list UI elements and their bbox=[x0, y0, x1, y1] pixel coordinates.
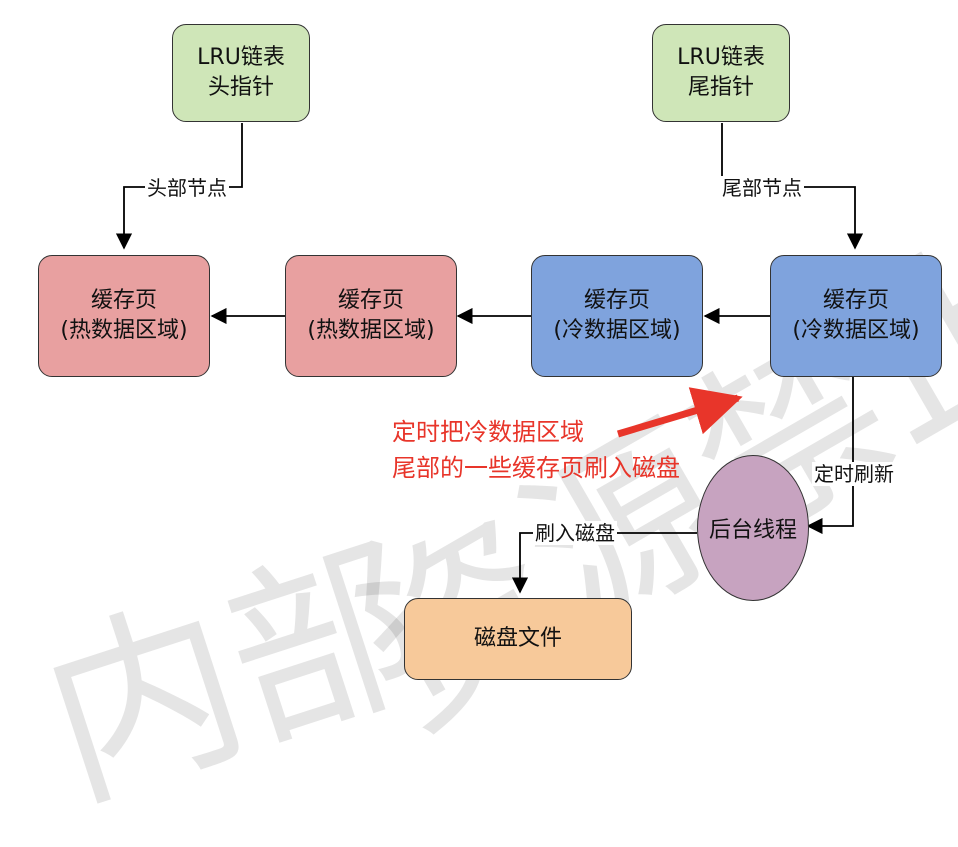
lru-head-pointer-node: LRU链表 头指针 bbox=[172, 24, 310, 122]
disk-file-label: 磁盘文件 bbox=[473, 626, 562, 651]
annotation-line1: 定时把冷数据区域 bbox=[392, 418, 584, 446]
background-thread-node: 后台线程 bbox=[697, 455, 809, 601]
hot-cache-page-1: 缓存页 (热数据区域) bbox=[38, 255, 210, 377]
edge-label-tail-node: 尾部节点 bbox=[720, 176, 804, 200]
edge-cold2-to-thread bbox=[806, 376, 854, 535]
hot-page-1-line1: 缓存页 bbox=[90, 288, 157, 313]
cold-cache-page-1: 缓存页 (冷数据区域) bbox=[531, 255, 703, 377]
hot-page-2-line1: 缓存页 bbox=[337, 288, 404, 313]
cold-page-2-line2: (冷数据区域) bbox=[792, 318, 920, 343]
cold-page-1-line1: 缓存页 bbox=[583, 288, 650, 313]
cold-page-2-line1: 缓存页 bbox=[822, 288, 889, 313]
annotation-arrow bbox=[616, 387, 743, 438]
edge-label-timed-flush: 定时刷新 bbox=[812, 462, 896, 486]
annotation-text: 定时把冷数据区域 尾部的一些缓存页刷入磁盘 bbox=[392, 414, 680, 486]
lru-head-line2: 头指针 bbox=[207, 75, 274, 100]
diagram-canvas: 内部 资源禁止 LRU链表 bbox=[20, 24, 958, 837]
annotation-line2: 尾部的一些缓存页刷入磁盘 bbox=[392, 454, 680, 482]
disk-file-node: 磁盘文件 bbox=[404, 598, 632, 680]
hot-cache-page-2: 缓存页 (热数据区域) bbox=[285, 255, 457, 377]
edge-label-flush-to-disk: 刷入磁盘 bbox=[533, 521, 617, 545]
cold-cache-page-2: 缓存页 (冷数据区域) bbox=[770, 255, 942, 377]
lru-tail-pointer-node: LRU链表 尾指针 bbox=[652, 24, 790, 122]
hot-page-2-line2: (热数据区域) bbox=[307, 318, 435, 343]
lru-tail-line2: 尾指针 bbox=[687, 75, 754, 100]
edge-thread-to-disk bbox=[511, 532, 697, 594]
connectors bbox=[115, 123, 864, 594]
hot-page-1-line2: (热数据区域) bbox=[60, 318, 188, 343]
lru-head-line1: LRU链表 bbox=[197, 45, 285, 70]
edge-label-head-node: 头部节点 bbox=[145, 176, 229, 200]
background-thread-label: 后台线程 bbox=[708, 518, 797, 543]
lru-tail-line1: LRU链表 bbox=[677, 45, 765, 70]
cold-page-1-line2: (冷数据区域) bbox=[553, 318, 681, 343]
